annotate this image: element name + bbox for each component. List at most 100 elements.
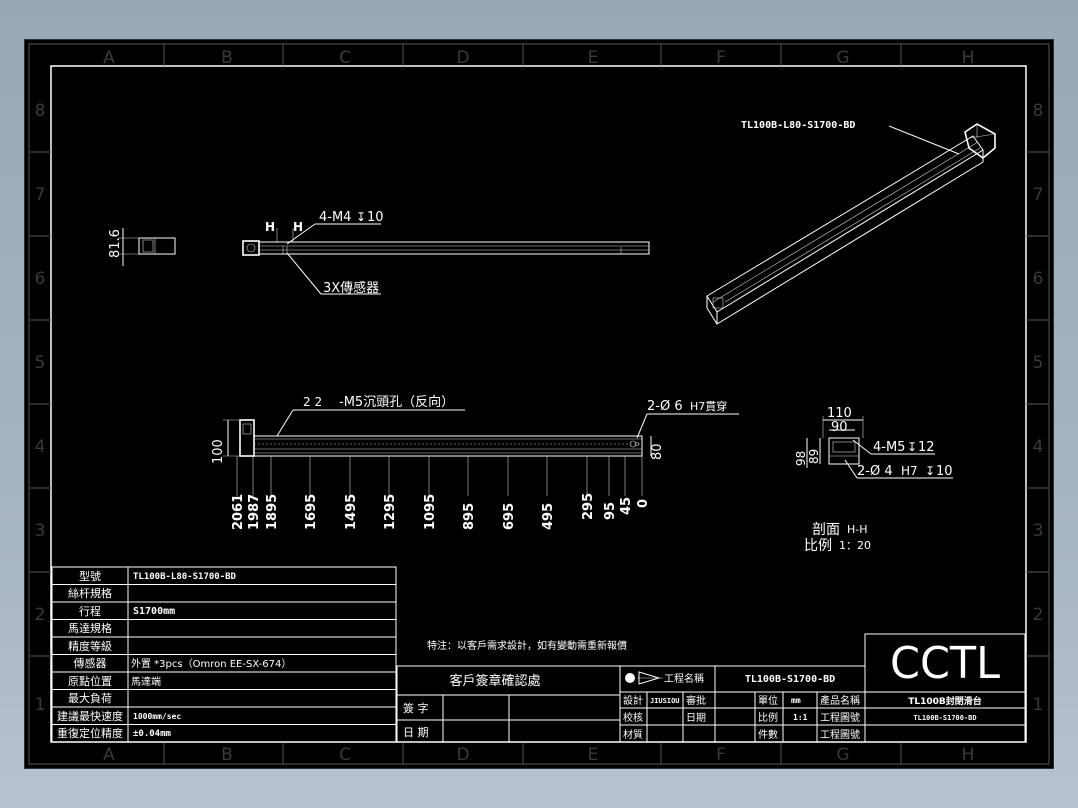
zone-col-label: A xyxy=(103,745,115,765)
spec-value: S1700mm xyxy=(133,606,175,617)
position-label: 0 xyxy=(636,499,651,508)
zone-col-label: C xyxy=(339,745,351,765)
spec-label: 馬達規格 xyxy=(68,621,112,635)
depth-symbol-icon: ↧ xyxy=(356,210,366,224)
position-label: 1295 xyxy=(383,494,398,530)
spec-label: 絲杆規格 xyxy=(68,586,112,600)
section-callout-pin-depth: 10 xyxy=(936,464,953,479)
spec-label: 建議最快速度 xyxy=(57,709,123,723)
front-callout-left: -M5沉頭孔（反向） xyxy=(339,394,454,410)
designer: JIUSIOU xyxy=(650,697,680,705)
section-title: 剖面 xyxy=(812,522,840,538)
design-label: 設計 xyxy=(623,694,643,707)
material-label: 材質 xyxy=(623,728,643,741)
iso-label: TL100B-L80-S1700-BD xyxy=(741,120,855,131)
zone-col-label: D xyxy=(456,48,469,68)
zone-column-labels: A B C D E F G H A B C D E F G H xyxy=(103,48,974,765)
zone-row-labels: 8 7 6 5 4 3 2 1 8 7 6 5 4 3 2 1 xyxy=(35,101,1044,715)
position-label: 895 xyxy=(462,503,477,530)
title-block[interactable]: 客戶簽章確認處 簽 字 日 期 工程名稱 TL100B-S1700-BD 設計 … xyxy=(396,633,1026,743)
spec-row: 原點位置 馬達端 xyxy=(68,674,161,688)
zone-col-label: F xyxy=(716,48,726,68)
section-mark-h: H xyxy=(265,220,275,234)
drawing-name: TL100B-S1700-BD xyxy=(745,674,835,685)
end-view[interactable]: 81.6 xyxy=(108,228,176,266)
section-callout-pin-fit: H7 xyxy=(901,464,918,478)
spec-value: TL100B-L80-S1700-BD xyxy=(133,572,237,582)
spec-label: 最大負荷 xyxy=(68,691,112,705)
position-label: 1095 xyxy=(423,494,438,530)
company-logo: CCTL xyxy=(890,638,1000,689)
zone-row-label: 2 xyxy=(35,605,46,625)
position-label: 45 xyxy=(619,497,634,515)
spec-row: 傳感器 外置 *3pcs（Omron EE-SX-674） xyxy=(74,657,292,670)
product-code: TL100B-S1700-BD xyxy=(913,714,976,722)
zone-ticks xyxy=(29,44,1049,764)
spec-value: 外置 *3pcs（Omron EE-SX-674） xyxy=(131,658,291,670)
position-label: 495 xyxy=(541,503,556,530)
cad-viewport[interactable]: A B C D E F G H A B C D E F G H 8 7 6 5 … xyxy=(25,40,1053,768)
spec-value: ±0.04mm xyxy=(133,729,172,739)
position-label: 95 xyxy=(603,502,618,520)
zone-row-label: 7 xyxy=(35,185,46,205)
isometric-view[interactable]: TL100B-L80-S1700-BD xyxy=(706,120,996,325)
section-view[interactable]: 110 90 98 89 4-M5 ↧ 12 2-Ø 4 H7 ↧ 10 剖面 … xyxy=(794,406,953,554)
position-labels: 2061 1987 1895 1695 1495 1295 1095 895 6… xyxy=(231,493,651,530)
front-view[interactable]: 2 2 -M5沉頭孔（反向） 2-Ø 6 H7貫穿 100 80 2061 19… xyxy=(211,394,739,530)
position-label: 1895 xyxy=(265,494,280,530)
spec-row: 建議最快速度 1000mm/sec xyxy=(57,709,181,723)
front-callout-left-prefix: 2 2 xyxy=(303,395,322,409)
qty-label: 件數 xyxy=(758,728,778,741)
position-label: 1495 xyxy=(344,494,359,530)
customer-confirm: 客戶簽章確認處 xyxy=(449,673,540,689)
spec-value: 馬達端 xyxy=(131,675,161,688)
top-view[interactable]: H H 4-M4 ↧ 10 3X傳感器 xyxy=(242,210,650,296)
zone-row-label: 3 xyxy=(1033,521,1044,541)
top-callout-sensor: 3X傳感器 xyxy=(323,280,379,296)
zone-row-label: 5 xyxy=(1033,353,1044,373)
spec-row: 馬達規格 xyxy=(68,621,112,635)
section-dim-89: 89 xyxy=(807,449,821,464)
product-name: TL100B封閉滑台 xyxy=(908,695,982,707)
front-callout-right: 2-Ø 6 xyxy=(647,399,683,414)
top-callout-depth: 10 xyxy=(367,210,384,225)
date-label: 日 期 xyxy=(403,726,429,739)
position-label: 1695 xyxy=(304,494,319,530)
position-dim-lines xyxy=(236,456,643,496)
zone-row-label: 5 xyxy=(35,353,46,373)
front-dim-right: 80 xyxy=(650,443,665,460)
spec-label: 傳感器 xyxy=(74,657,107,670)
cad-drawing: A B C D E F G H A B C D E F G H 8 7 6 5 … xyxy=(28,43,1050,765)
section-callout-m5: 4-M5 xyxy=(873,440,905,455)
position-label: 1987 xyxy=(247,494,262,530)
spec-row: 型號 TL100B-L80-S1700-BD xyxy=(79,569,237,583)
section-mark-h: H xyxy=(293,220,303,234)
zone-row-label: 3 xyxy=(35,521,46,541)
end-view-dim: 81.6 xyxy=(108,229,123,258)
section-callout-m5-depth: 12 xyxy=(918,440,935,455)
zone-col-label: D xyxy=(456,745,469,765)
drawing-no-label: 工程圖號 xyxy=(820,711,860,724)
approve-label: 審批 xyxy=(686,694,706,707)
zone-row-label: 6 xyxy=(35,269,46,289)
spec-row: 最大負荷 xyxy=(68,691,112,705)
spec-value: 1000mm/sec xyxy=(133,712,181,721)
spec-table[interactable]: 型號 TL100B-L80-S1700-BD 絲杆規格 行程 S1700mm 馬… xyxy=(51,566,397,743)
product-name-label: 產品名稱 xyxy=(820,694,860,707)
zone-col-label: A xyxy=(103,48,115,68)
scale-label-tb: 比例 xyxy=(758,711,778,724)
sign-label: 簽 字 xyxy=(403,701,429,715)
unit-value: mm xyxy=(791,696,801,705)
zone-row-label: 7 xyxy=(1033,185,1044,205)
section-dim-98: 98 xyxy=(794,451,808,466)
zone-row-label: 1 xyxy=(1033,695,1044,715)
front-callout-right-suffix: H7貫穿 xyxy=(690,399,727,413)
scale-value: 1：20 xyxy=(839,539,871,552)
projection-label: 工程名稱 xyxy=(664,672,704,685)
spec-row: 重復定位精度 ±0.04mm xyxy=(57,726,172,740)
zone-row-label: 8 xyxy=(35,101,46,121)
zone-row-label: 4 xyxy=(1033,437,1044,457)
design-note: 特注：以客戶需求設計，如有變動需重新報價 xyxy=(427,639,627,652)
section-name: H-H xyxy=(847,523,868,536)
section-callout-pin: 2-Ø 4 xyxy=(857,464,893,479)
